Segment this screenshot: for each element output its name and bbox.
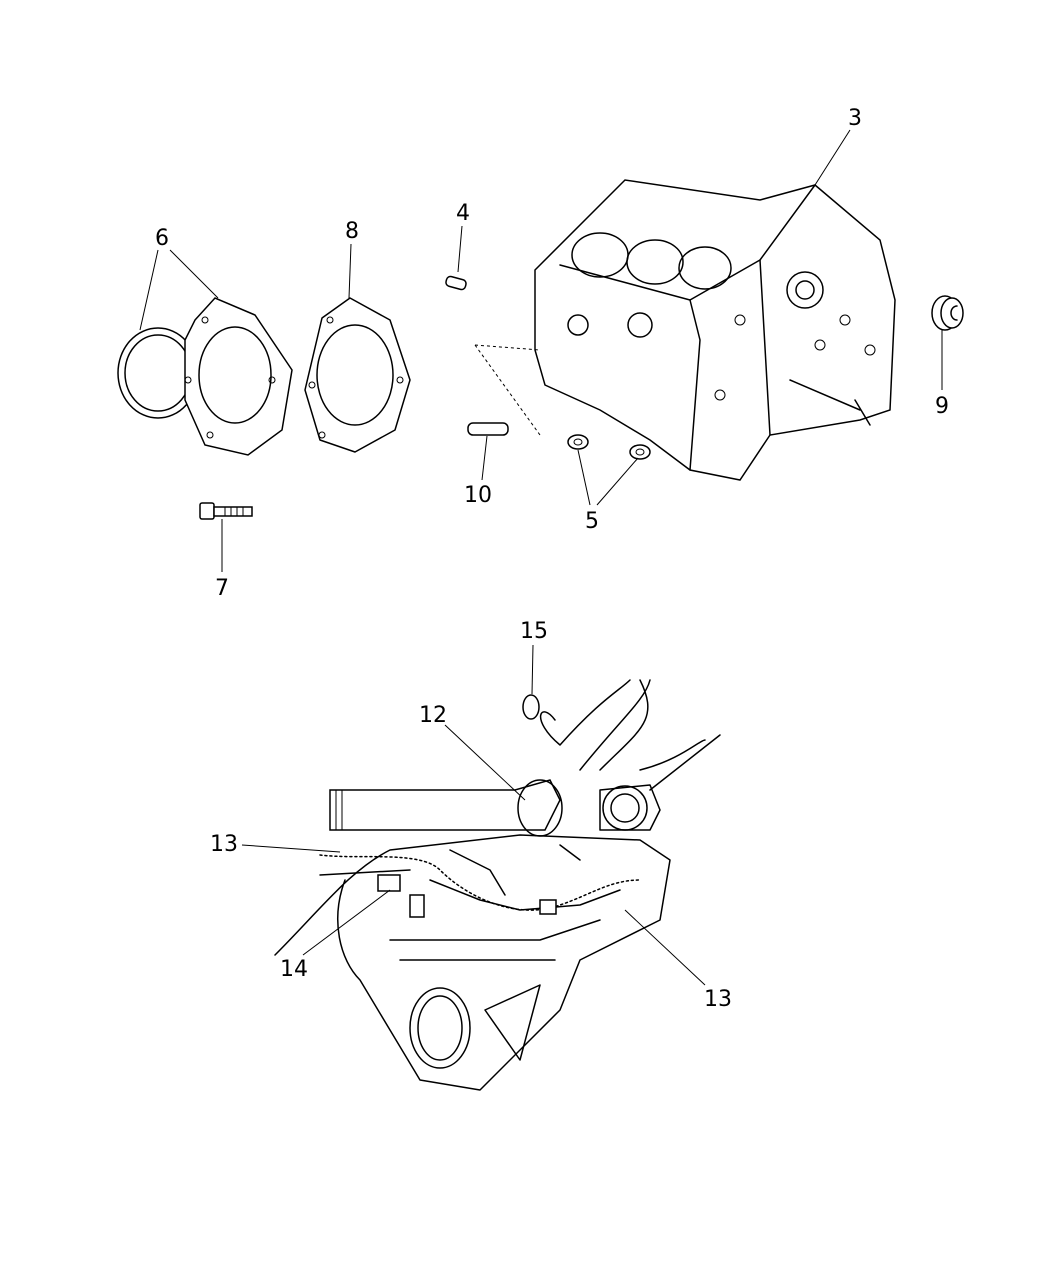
callout-13-right: 13 xyxy=(624,909,732,1012)
core-plugs xyxy=(567,434,651,460)
callout-5: 5 xyxy=(577,449,639,534)
dowel-pin-long xyxy=(467,422,509,436)
svg-text:7: 7 xyxy=(215,576,229,601)
callout-4: 4 xyxy=(456,201,470,273)
callout-15: 15 xyxy=(520,619,548,695)
svg-text:6: 6 xyxy=(155,226,169,251)
callout-7: 7 xyxy=(215,519,229,601)
dowel-location-dashed-line xyxy=(474,344,541,436)
callout-3: 3 xyxy=(814,106,862,186)
svg-text:8: 8 xyxy=(345,219,359,244)
svg-text:9: 9 xyxy=(935,394,949,419)
callout-8: 8 xyxy=(345,219,359,299)
callout-12: 12 xyxy=(419,703,526,801)
o-ring xyxy=(522,694,540,720)
gasket xyxy=(304,297,411,453)
svg-text:4: 4 xyxy=(456,201,470,226)
callout-14: 14 xyxy=(280,889,391,982)
callout-13-left: 13 xyxy=(210,832,341,857)
svg-text:15: 15 xyxy=(520,619,548,644)
svg-text:10: 10 xyxy=(464,483,492,508)
svg-text:13: 13 xyxy=(210,832,238,857)
dowel-pin xyxy=(445,275,467,291)
callout-6: 6 xyxy=(139,226,219,331)
svg-text:12: 12 xyxy=(419,703,447,728)
svg-text:14: 14 xyxy=(280,957,308,982)
callout-10: 10 xyxy=(464,435,492,508)
bolt xyxy=(199,502,253,520)
svg-text:13: 13 xyxy=(704,987,732,1012)
engine-block xyxy=(534,179,896,481)
bearing xyxy=(931,295,964,331)
svg-text:5: 5 xyxy=(585,509,599,534)
intake-and-harness-assembly xyxy=(274,679,721,1091)
svg-text:3: 3 xyxy=(848,106,862,131)
rear-seal-and-retainer xyxy=(117,297,293,456)
callout-9: 9 xyxy=(935,330,949,419)
